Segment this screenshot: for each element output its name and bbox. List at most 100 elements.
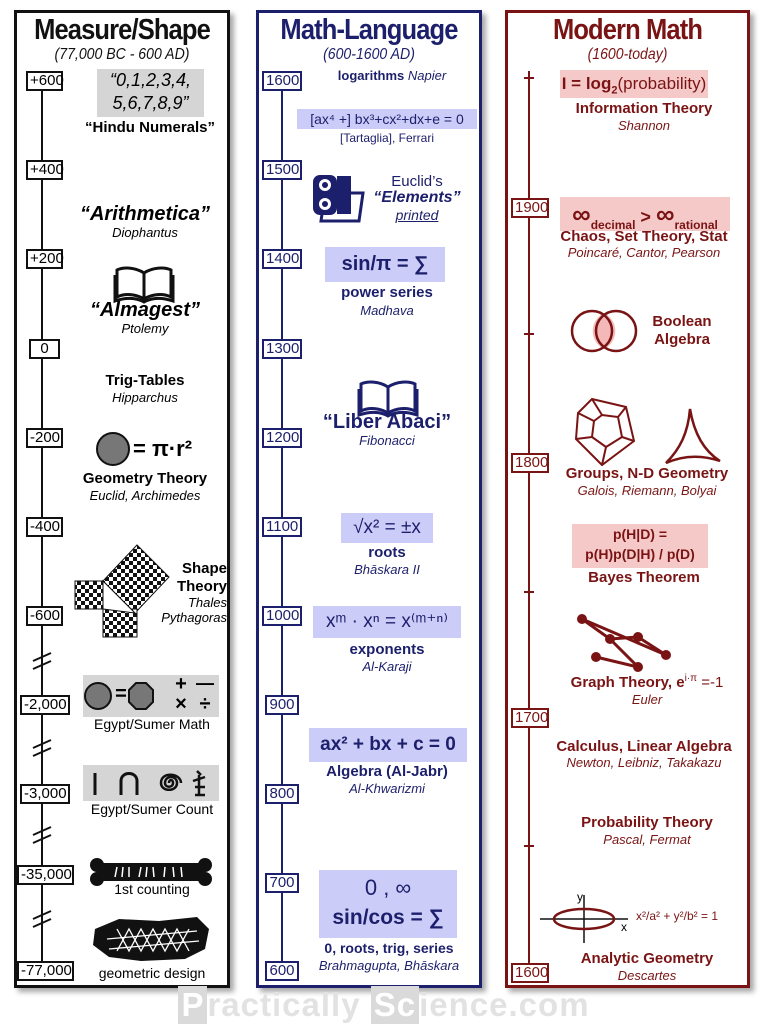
year-label: -200 (26, 428, 63, 448)
counting-bone-icon (90, 858, 212, 886)
numerals-label: “Hindu Numerals” (84, 119, 216, 136)
shape-title: Shape (181, 560, 227, 577)
timeline-line (528, 71, 530, 976)
panel-title: Modern Math (552, 14, 703, 46)
info-formula-a: I = log (561, 74, 612, 93)
year-label: 600 (265, 961, 299, 981)
panel-title: Math-Language (280, 14, 458, 46)
shapes-icon (84, 682, 154, 710)
op-minus: — (196, 673, 214, 693)
madhava-label: Madhava (360, 303, 414, 318)
zero-roots-title: 0, roots, trig, series (324, 940, 454, 956)
power-series-title: power series (341, 284, 433, 301)
geometric-design-stone-icon (93, 917, 209, 961)
year-label: +400 (26, 160, 64, 180)
quadratic-formula: ax² + bx + c = 0 (309, 728, 467, 762)
arithmetica-title: “Arithmetica” (79, 203, 211, 225)
greater-than: > (635, 207, 656, 227)
hieroglyph-numerals-icon (93, 770, 206, 797)
timeline-tick (524, 77, 534, 79)
printed-label: printed (395, 207, 439, 223)
tartaglia-label: [Tartaglia], Ferrari (339, 131, 435, 145)
exponent-formula: xᵐ · xⁿ = x⁽ᵐ⁺ⁿ⁾ (313, 606, 461, 638)
year-label: 700 (265, 873, 299, 893)
hipparchus-label: Hipparchus (112, 390, 178, 405)
almagest-title: “Almagest” (89, 299, 201, 321)
infinity-rational: ∞ (655, 199, 675, 229)
bhaskara-2-label: Bhāskara II (354, 562, 420, 577)
panel-subtitle: (600-1600 AD) (323, 46, 415, 63)
analytic-geometry-title: Analytic Geometry (580, 950, 714, 967)
year-label: 1800 (511, 453, 549, 473)
info-formula-b: (probability) (617, 74, 707, 93)
brahmagupta-label: Brahmagupta, Bhāskara (318, 958, 460, 973)
hypercube-icon (574, 397, 721, 467)
year-label: 1300 (262, 339, 302, 359)
op-plus: + (175, 673, 187, 695)
euclid-archimedes-label: Euclid, Archimedes (89, 488, 201, 503)
area-formula: = π·r² (133, 436, 193, 461)
groups-title: Groups, N-D Geometry (565, 465, 729, 482)
book-icon (113, 266, 175, 304)
zero-sincos-box (319, 870, 457, 938)
sincos-formula: sin/cos = ∑ (332, 906, 444, 929)
watermark-p: P (178, 986, 208, 1024)
op-divide: ÷ (199, 693, 211, 715)
year-label: 1600 (511, 963, 549, 983)
timeline-tick (524, 845, 534, 847)
geometric-design-label: geometric design (98, 965, 206, 981)
elements-title: “Elements” (373, 189, 461, 206)
fibonacci-label: Fibonacci (359, 433, 415, 448)
infinity-decimal: ∞ (572, 199, 591, 229)
zero-infinity-formula: 0 , ∞ (364, 875, 412, 900)
diophantus-label: Diophantus (112, 225, 178, 240)
math-language-panel: Math-Language (600-1600 AD) 1600 1500 14… (256, 10, 482, 988)
descartes-label: Descartes (617, 968, 677, 983)
venn-diagram-icon (570, 309, 638, 353)
year-label: -600 (26, 606, 63, 626)
timeline-tick (524, 591, 534, 593)
year-label: -400 (26, 517, 63, 537)
numerals-box (97, 69, 204, 117)
pascal-label: Pascal, Fermat (603, 832, 691, 847)
ptolemy-label: Ptolemy (121, 321, 169, 336)
chaos-title: Chaos, Set Theory, Stat (560, 228, 728, 245)
info-formula-sub: 2 (611, 84, 618, 97)
calculus-title: Calculus, Linear Algebra (556, 738, 732, 755)
graph-theory-title: Graph Theory, e (570, 674, 685, 691)
bayes-box (572, 524, 708, 568)
egypt-count-label: Egypt/Sumer Count (90, 801, 214, 817)
watermark-sc: Sc (370, 986, 420, 1024)
napier-label: Napier (407, 68, 447, 83)
boolean-title: Boolean (652, 313, 712, 330)
shapes-equals: = (115, 683, 127, 705)
watermark-ractically: ractically (207, 986, 361, 1023)
pythagoras-label: Pythagoras (161, 610, 227, 625)
year-label: 1700 (511, 708, 549, 728)
poincare-label: Poincaré, Cantor, Pearson (567, 245, 721, 260)
trig-tables-title: Trig-Tables (105, 372, 185, 389)
karaji-label: Al-Karaji (362, 659, 412, 674)
year-label: 800 (265, 784, 299, 804)
bayes-formula-line-1: p(H|D) = (612, 526, 668, 542)
year-label: 1000 (262, 606, 302, 626)
book-icon (357, 380, 419, 418)
timeline-tick (524, 333, 534, 335)
logarithms-title: logarithms (337, 68, 405, 83)
exponents-title: exponents (349, 641, 425, 658)
graph-network-icon (577, 614, 671, 672)
year-label: 1900 (511, 198, 549, 218)
probability-title: Probability Theory (581, 814, 713, 831)
watermark-ience: ience.com (419, 986, 590, 1023)
panel-subtitle: (77,000 BC - 600 AD) (54, 46, 190, 63)
logarithms-entry: logarithms Napier (305, 68, 479, 83)
year-label: 1500 (262, 160, 302, 180)
year-label: -77,000 (17, 961, 74, 981)
year-label: 0 (29, 339, 60, 359)
bayes-title: Bayes Theorem (588, 569, 700, 586)
watermark: Practically Science.com (0, 986, 768, 1024)
algebra-title: Algebra (Al-Jabr) (326, 763, 448, 780)
year-label: 900 (265, 695, 299, 715)
year-label: 1200 (262, 428, 302, 448)
sqrt-formula: √x² = ±x (341, 513, 433, 543)
